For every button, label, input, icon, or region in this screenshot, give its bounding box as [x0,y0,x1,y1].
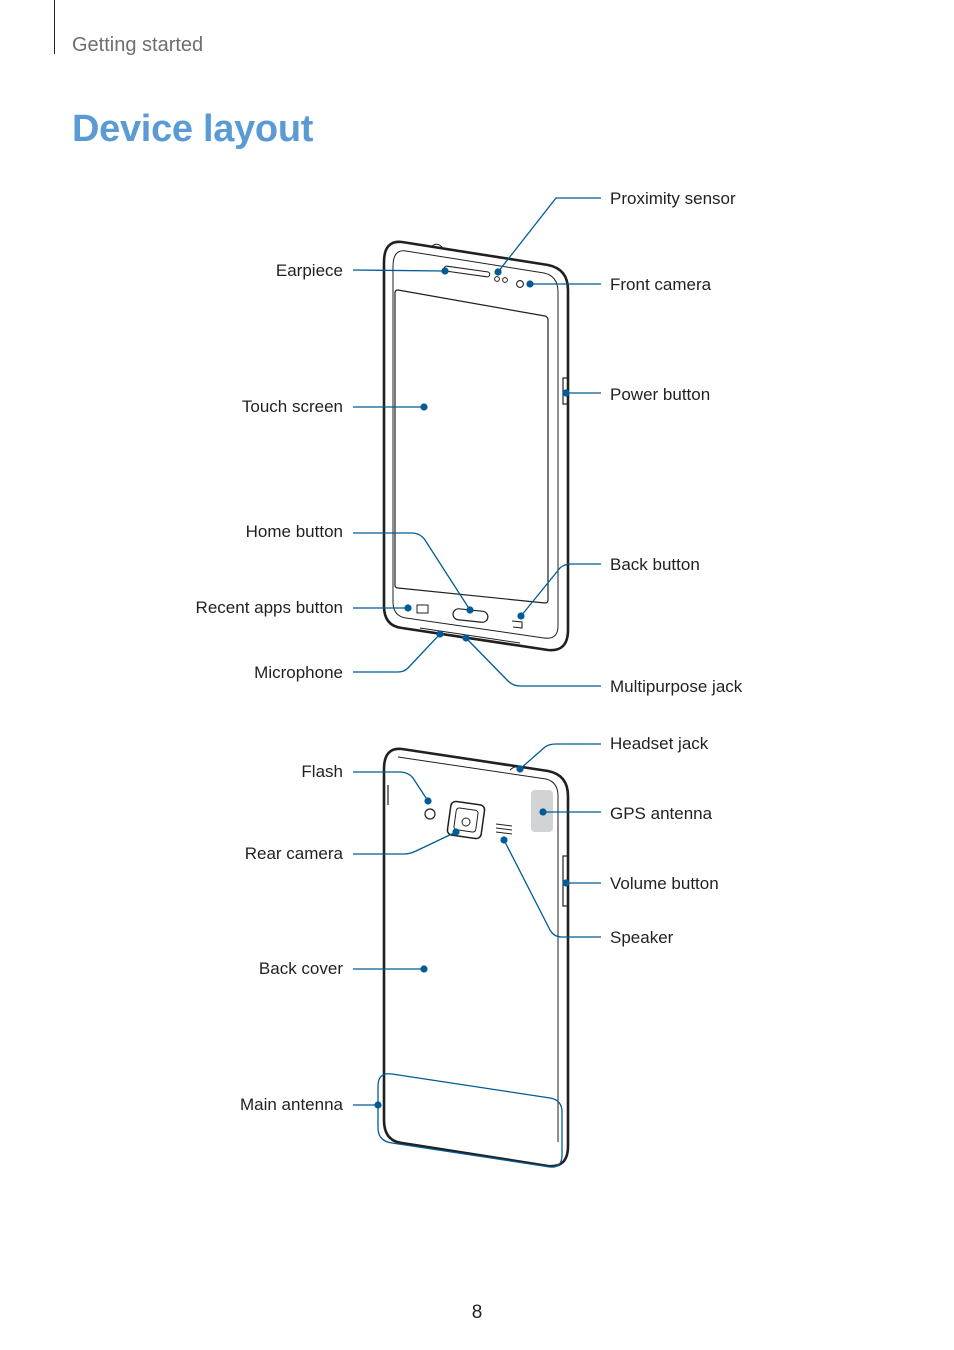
label-rear-camera: Rear camera [245,844,344,863]
label-back-button: Back button [610,555,700,574]
leader-proximity-sensor [494,197,601,276]
leader-back-cover [353,965,428,973]
label-earpiece: Earpiece [276,261,343,280]
leader-speaker [500,836,601,938]
label-recent-apps-button: Recent apps button [196,598,343,617]
page-title: Device layout [72,108,314,150]
leader-volume-button [562,879,601,887]
leader-touch-screen [353,403,428,411]
label-back-cover: Back cover [259,959,343,978]
label-home-button: Home button [246,522,343,541]
leader-main-antenna [353,1073,563,1168]
label-flash: Flash [301,762,343,781]
label-power-button: Power button [610,385,710,404]
label-gps-antenna: GPS antenna [610,804,713,823]
leader-power-button [562,389,601,397]
label-touch-screen: Touch screen [242,397,343,416]
label-multipurpose-jack: Multipurpose jack [610,677,743,696]
leader-recent-apps-button [353,604,412,612]
page-number: 8 [471,1302,483,1323]
leader-microphone [353,630,444,673]
label-front-camera: Front camera [610,275,712,294]
front-device-illustration [382,240,570,652]
label-proximity-sensor: Proximity sensor [610,189,736,208]
header-rule [54,0,55,54]
leader-rear-camera [353,828,460,855]
label-microphone: Microphone [254,663,343,682]
label-speaker: Speaker [610,928,674,947]
leader-headset-jack [516,743,601,773]
label-headset-jack: Headset jack [610,734,709,753]
section-label: Getting started [72,34,204,56]
leader-multipurpose-jack [462,634,601,687]
label-volume-button: Volume button [610,874,719,893]
leader-flash [353,771,432,805]
leader-front-camera [526,280,601,288]
leader-home-button [353,532,474,614]
leader-back-button [517,563,601,620]
label-main-antenna: Main antenna [240,1095,344,1114]
leader-gps-antenna [539,808,601,816]
leader-earpiece [352,267,449,275]
